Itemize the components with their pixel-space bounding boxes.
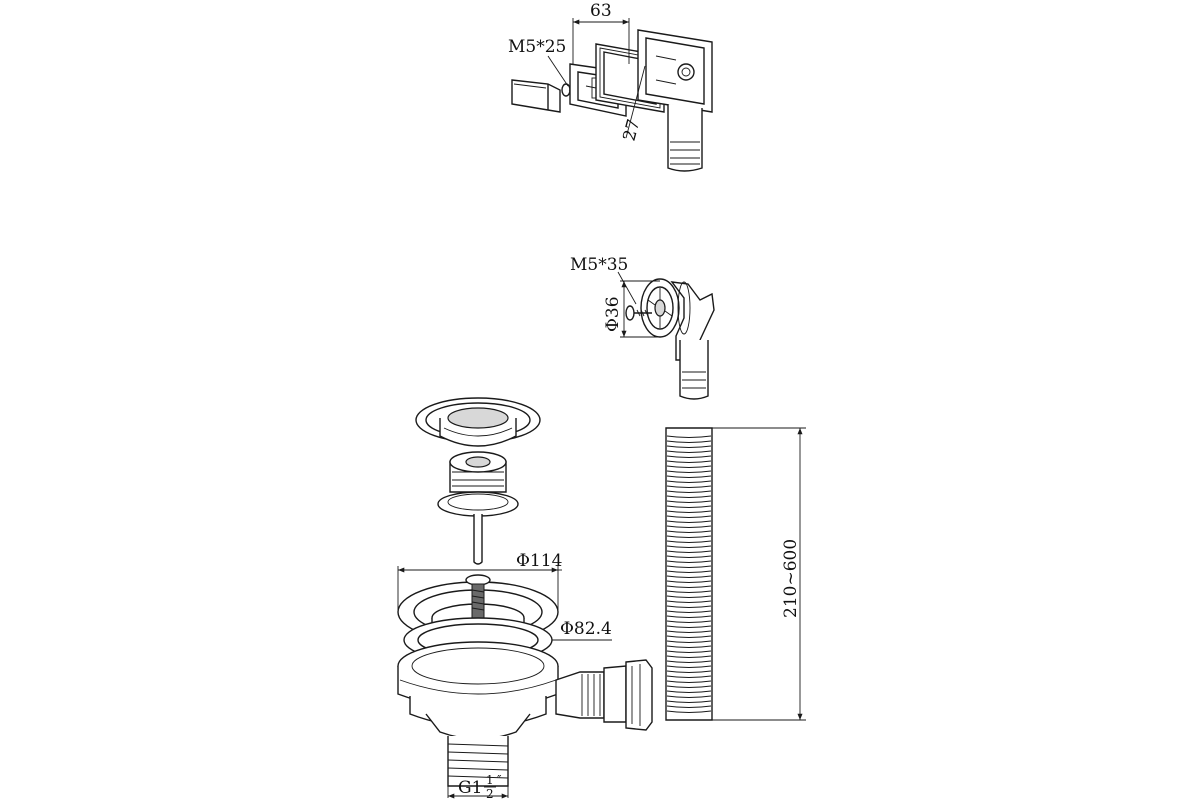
dimension-label-thread-prefix: G1 [458,778,482,798]
hose-rib [666,530,712,533]
dimension-label-overflow-height: 27 [620,117,645,143]
overflow-assembly: 63 M5*25 27 [508,1,713,172]
hose-ribs [666,435,712,713]
dimension-label-overflow-width: 63 [590,1,612,21]
hose-rib [666,600,712,603]
dimension-label-thread-denominator: 2 [486,787,494,800]
flexible-hose: 210~600 [665,427,806,721]
hose-rib [666,475,712,478]
hose-rib [666,650,712,653]
basket-lock-nut [437,451,519,517]
small-strainer-grate [640,278,680,338]
hose-rib [666,435,712,438]
hose-rib [666,460,712,463]
hose-rib [666,645,712,648]
hose-rib [666,660,712,663]
hose-rib [666,640,712,643]
hose-rib [666,485,712,488]
dimension-label-basket-diameter: Φ114 [516,551,562,571]
hose-rib [666,520,712,523]
hose-rib [666,700,712,703]
hose-rib [666,695,712,698]
sink-threaded-tail [447,736,509,787]
hose-rib [666,605,712,608]
dimension-label-hose-length: 210~600 [781,539,801,618]
hose-rib [666,585,712,588]
dimension-overflow-width: 63 [572,1,630,64]
hose-rib [666,480,712,483]
hose-rib [666,590,712,593]
hose-rib [666,455,712,458]
callout-label-overflow-screw: M5*25 [508,37,566,57]
hose-rib [666,635,712,638]
sink-strainer-assembly: Φ114 Φ82.4 G1 1 2 ″ [397,397,653,800]
callout-small-screw: M5*35 [570,255,637,305]
hose-rib [666,470,712,473]
hose-rib [666,545,712,548]
hose-rib [666,620,712,623]
dimension-small-diameter: Φ36 [603,280,660,338]
hose-rib [666,655,712,658]
hose-rib [666,440,712,443]
callout-overflow-screw: M5*25 [508,37,569,87]
sink-body [397,641,559,740]
small-strainer-tail [679,340,709,400]
dimension-hose-length: 210~600 [712,427,806,721]
overflow-cap [511,79,561,113]
hose-rib [666,565,712,568]
hose-rib [666,500,712,503]
hose-rib [666,525,712,528]
hose-rib [666,670,712,673]
hose-rib [666,680,712,683]
callout-label-small-screw: M5*35 [570,255,628,275]
hose-rib [666,465,712,468]
dimension-basket-diameter: Φ114 [397,551,562,612]
hose-rib [666,510,712,513]
hose-rib [666,505,712,508]
hose-rib [666,665,712,668]
hose-rib [666,535,712,538]
small-strainer-screw [625,305,652,321]
hose-rib [666,625,712,628]
hose-rib [666,690,712,693]
hose-rib [666,595,712,598]
hose-rib [666,580,712,583]
flange-screw [465,574,491,619]
hose-rib [666,540,712,543]
dimension-flange-diameter: Φ82.4 [552,619,612,641]
dimension-label-thread-mark: ″ [497,773,502,787]
dimension-label-flange-diameter: Φ82.4 [560,619,612,639]
hose-rib [666,685,712,688]
small-strainer-assembly: M5*35 Φ36 [570,255,715,400]
hose-rib [666,495,712,498]
dimension-label-small-diameter: Φ36 [603,296,623,332]
hose-rib [666,555,712,558]
basket-stopper [415,397,541,447]
overflow-body [637,29,713,113]
basket-stem [473,514,483,565]
dimension-thread: G1 1 2 ″ [447,773,509,800]
hose-rib [666,615,712,618]
dimension-label-thread-numerator: 1 [486,773,494,787]
sink-side-outlet [555,659,653,731]
hose-rib [666,450,712,453]
hose-rib [666,630,712,633]
hose-rib [666,675,712,678]
hose-rib [666,550,712,553]
hose-rib [666,515,712,518]
hose-rib [666,575,712,578]
hose-rib [666,445,712,448]
hose-rib [666,570,712,573]
hose-rib [666,710,712,713]
hose-rib [666,610,712,613]
hose-rib [666,560,712,563]
overflow-outlet [667,104,703,172]
hose-rib [666,490,712,493]
hose-rib [666,705,712,708]
